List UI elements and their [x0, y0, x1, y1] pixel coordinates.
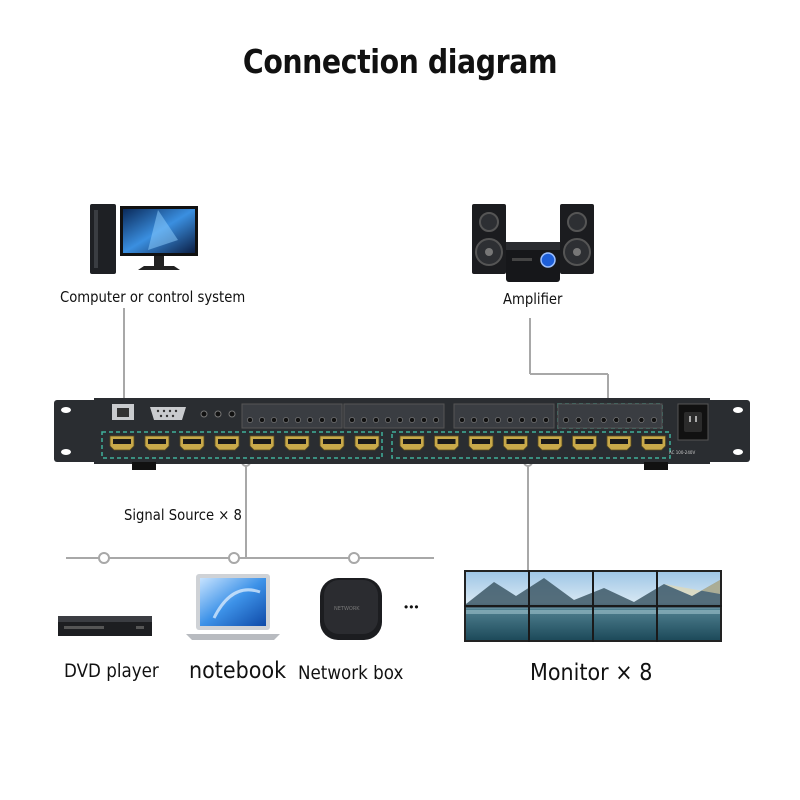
terminal-block	[557, 403, 663, 429]
hdmi-port-slot	[437, 439, 456, 444]
terminal-screw	[588, 417, 595, 423]
diagram-title: Connection diagram	[242, 42, 558, 81]
terminal-screw	[625, 417, 632, 423]
network-box-icon: NETWORK	[320, 578, 382, 640]
power-rating: AC 100-240V	[669, 450, 695, 455]
dvd-player-label: DVD player	[64, 660, 159, 682]
terminal-screw	[283, 417, 289, 423]
hdmi-port-slot	[575, 439, 594, 444]
notebook-icon	[186, 574, 280, 640]
terminal-screw	[651, 417, 657, 423]
terminal-screw	[307, 417, 313, 423]
dvd-player-icon	[58, 616, 152, 636]
network-box-label: Network box	[298, 662, 404, 684]
terminal-screw	[331, 417, 337, 423]
terminal-screw	[531, 417, 537, 423]
notebook-label: notebook	[189, 658, 287, 684]
monitor-label: Monitor × 8	[530, 660, 653, 686]
terminal-screw	[247, 417, 253, 423]
monitor-wall	[464, 570, 722, 642]
terminal-screw	[433, 417, 439, 423]
amplifier-icon	[472, 204, 594, 282]
terminal-screw	[271, 417, 277, 423]
bus-node	[228, 552, 240, 564]
hdmi-port-slot	[472, 439, 490, 444]
matrix-switcher: AC 100-240V	[54, 398, 750, 470]
terminal-screw	[519, 417, 525, 423]
hdmi-port-slot	[288, 439, 306, 444]
hdmi-port-slot	[644, 439, 663, 444]
terminal-screw	[349, 417, 355, 423]
bus-node	[348, 552, 360, 564]
terminal-screw	[483, 417, 489, 423]
terminal-block	[241, 403, 343, 429]
terminal-screw	[459, 417, 465, 423]
terminal-screw	[563, 417, 569, 423]
terminal-screw	[385, 417, 391, 423]
hdmi-port-slot	[253, 439, 271, 444]
terminal-screw	[507, 417, 513, 423]
terminal-screw	[421, 417, 427, 423]
terminal-screw	[397, 417, 403, 423]
terminal-screw	[495, 417, 501, 423]
bus-node	[98, 552, 110, 564]
terminal-screw	[600, 417, 607, 423]
terminal-screw	[373, 417, 379, 423]
terminal-block	[453, 403, 555, 429]
hdmi-port-slot	[183, 439, 201, 444]
hdmi-port-slot	[358, 439, 376, 444]
terminal-screw	[259, 417, 265, 423]
more-ellipsis: •••	[404, 600, 420, 614]
terminal-screw	[361, 417, 367, 423]
hdmi-port-slot	[148, 439, 166, 444]
hdmi-port-slot	[218, 439, 236, 444]
hdmi-port-slot	[323, 439, 341, 444]
signal-source-label: Signal Source × 8	[124, 506, 242, 524]
terminal-screw	[613, 417, 620, 423]
terminal-screw	[319, 417, 325, 423]
terminal-screw	[409, 417, 415, 423]
terminal-screw	[471, 417, 477, 423]
terminal-screw	[543, 417, 549, 423]
computer-label: Computer or control system	[60, 288, 246, 306]
hdmi-port-slot	[403, 439, 421, 444]
hdmi-port-slot	[610, 439, 628, 444]
hdmi-port-slot	[541, 439, 559, 444]
hdmi-port-slot	[506, 439, 525, 444]
hdmi-port-slot	[113, 439, 131, 444]
terminal-block	[343, 403, 445, 429]
terminal-screw	[295, 417, 301, 423]
computer-icon	[90, 204, 198, 274]
amplifier-label: Amplifier	[503, 290, 563, 308]
terminal-screw	[638, 417, 645, 423]
terminal-screw	[575, 417, 582, 423]
svg-text:NETWORK: NETWORK	[334, 606, 360, 612]
